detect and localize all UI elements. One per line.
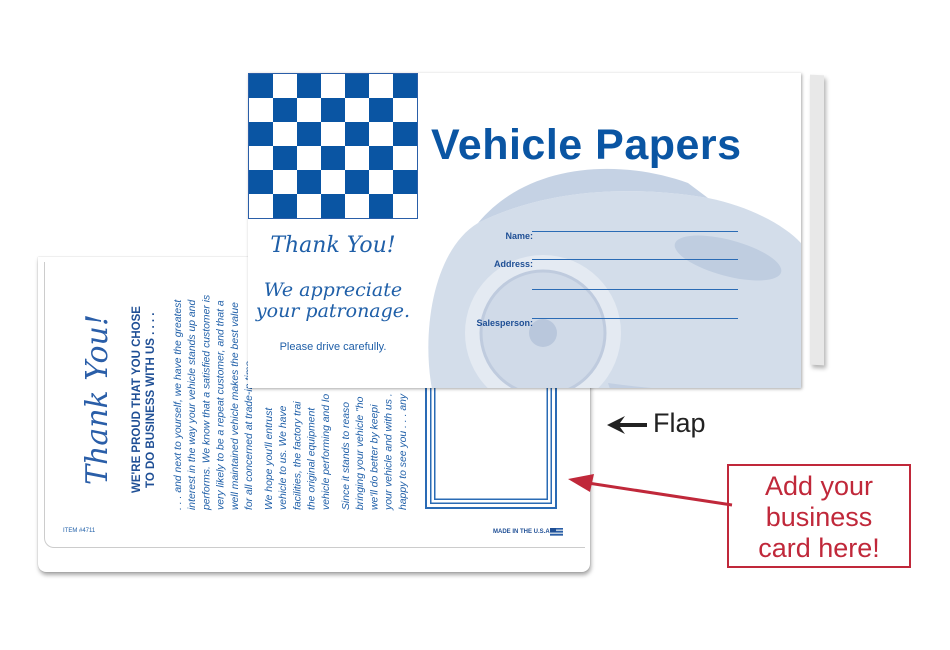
name-line — [532, 231, 738, 232]
checker-square — [273, 194, 297, 218]
checker-square — [393, 122, 417, 146]
checker-square — [369, 98, 393, 122]
address-line — [532, 259, 738, 260]
checker-square — [297, 98, 321, 122]
checker-square — [273, 98, 297, 122]
address-line-2 — [532, 289, 738, 290]
checker-square — [369, 194, 393, 218]
checker-square — [393, 98, 417, 122]
checker-square — [249, 170, 273, 194]
checker-square — [321, 146, 345, 170]
checker-square — [369, 122, 393, 146]
drive-carefully-text: Please drive carefully. — [279, 341, 387, 353]
salesperson-label: Salesperson: — [476, 318, 533, 328]
checker-square — [249, 194, 273, 218]
checker-square — [273, 146, 297, 170]
arrow-left-icon — [607, 416, 647, 434]
salesperson-line — [532, 318, 738, 319]
checker-square — [273, 170, 297, 194]
front-card-fold — [810, 74, 824, 366]
checker-square — [273, 74, 297, 98]
checker-square — [393, 194, 417, 218]
business-card-callout: Add your business card here! — [727, 464, 911, 568]
checker-square — [297, 74, 321, 98]
made-in-usa: MADE IN THE U.S.A. — [493, 529, 552, 535]
checker-square — [345, 146, 369, 170]
checker-square — [345, 170, 369, 194]
checker-square — [369, 146, 393, 170]
item-number: ITEM #4711 — [63, 528, 96, 534]
card-title: Vehicle Papers — [431, 121, 742, 169]
checker-square — [321, 122, 345, 146]
checkered-flag-pattern — [248, 73, 418, 219]
checker-square — [297, 146, 321, 170]
appreciate-text: We appreciate your patronage. — [255, 279, 411, 322]
address-label: Address: — [493, 259, 533, 269]
checker-square — [393, 170, 417, 194]
checker-square — [321, 170, 345, 194]
checker-square — [345, 74, 369, 98]
checker-square — [297, 170, 321, 194]
checker-square — [249, 146, 273, 170]
checker-square — [249, 122, 273, 146]
checker-square — [297, 194, 321, 218]
checker-square — [345, 98, 369, 122]
checker-square — [393, 74, 417, 98]
back-thank-you: Thank You! — [80, 314, 115, 486]
checker-square — [321, 194, 345, 218]
checker-square — [345, 194, 369, 218]
usa-flag-icon — [550, 528, 563, 536]
back-heading: WE'RE PROUD THAT YOU CHOSE TO DO BUSINES… — [131, 306, 157, 494]
back-paragraph-1: . . . and next to yourself, we have the … — [173, 294, 256, 510]
checker-square — [321, 98, 345, 122]
checker-square — [249, 98, 273, 122]
checker-square — [369, 170, 393, 194]
checker-square — [345, 122, 369, 146]
front-thank-you: Thank You! — [270, 233, 396, 258]
checker-square — [321, 74, 345, 98]
checker-square — [393, 146, 417, 170]
business-card-frame — [425, 370, 557, 509]
red-arrow-icon — [568, 474, 733, 507]
checker-square — [273, 122, 297, 146]
checker-square — [297, 122, 321, 146]
flap-label: Flap — [653, 408, 706, 438]
front-card: Vehicle Papers Thank You! We appreciate … — [248, 73, 801, 388]
name-label: Name: — [505, 231, 533, 241]
checker-square — [249, 74, 273, 98]
checker-square — [369, 74, 393, 98]
back-card-inner-panel — [44, 262, 585, 548]
